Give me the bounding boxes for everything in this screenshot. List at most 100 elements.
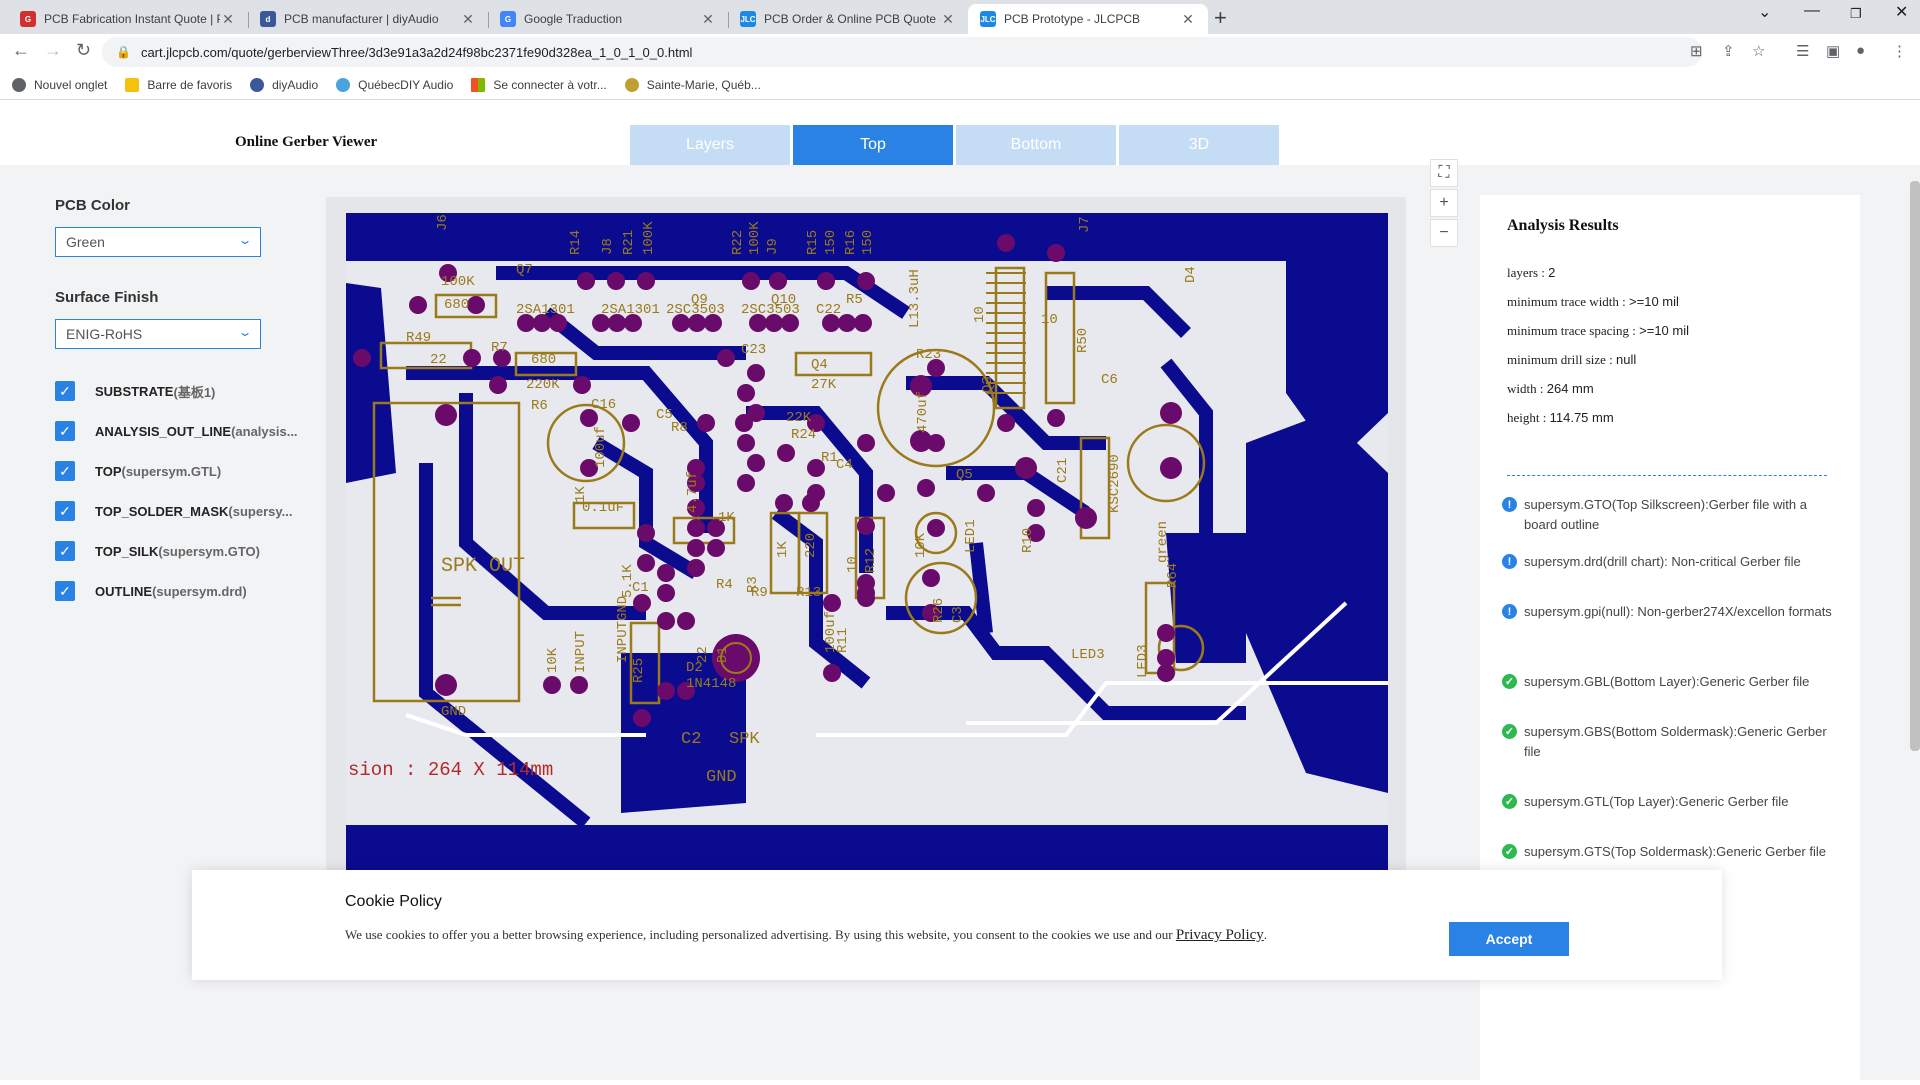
reload-icon[interactable]: ↻ (76, 40, 92, 60)
page-scrollbar[interactable] (1910, 181, 1920, 751)
browser-tab-5[interactable]: JLC PCB Prototype - JLCPCB ✕ (968, 4, 1208, 34)
svg-text:10: 10 (972, 306, 988, 323)
svg-text:100K: 100K (641, 221, 657, 255)
svg-text:C2: C2 (681, 730, 701, 749)
gerber-canvas[interactable]: 100K 680 R49 22 R7 680 220K R6 2SA1301 2… (326, 197, 1406, 937)
check-icon: ✓ (1502, 724, 1517, 739)
layer-toggle-outline[interactable]: ✓ OUTLINE(supersym.drd) (55, 581, 247, 601)
svg-text:INPUTGND: INPUTGND (615, 596, 631, 663)
mounting-hole (712, 634, 760, 682)
svg-text:LED3: LED3 (1071, 647, 1105, 663)
analysis-title: Analysis Results (1507, 217, 1619, 234)
svg-text:C1: C1 (632, 580, 649, 596)
svg-text:1K: 1K (573, 486, 589, 503)
svg-text:680: 680 (531, 352, 556, 368)
privacy-policy-link[interactable]: Privacy Policy (1175, 927, 1264, 943)
svg-text:R7: R7 (491, 340, 508, 356)
layer-toggle-top-silk[interactable]: ✓ TOP_SILK(supersym.GTO) (55, 541, 260, 561)
surface-finish-select[interactable]: ENIG-RoHS ⌄ (55, 319, 261, 349)
svg-text:1K: 1K (718, 510, 735, 526)
analysis-file-item: ✓supersym.GTS(Top Soldermask):Generic Ge… (1502, 842, 1842, 862)
browser-tab-4[interactable]: JLC PCB Order & Online PCB Quote & ✕ (728, 4, 968, 34)
menu-icon[interactable]: ⋮ (1892, 43, 1907, 60)
gerber-viewer-page: Online Gerber Viewer Layers Top Bottom 3… (0, 101, 1920, 1085)
translate-icon[interactable]: ⊞ (1690, 43, 1703, 60)
close-icon[interactable]: ✕ (222, 10, 234, 27)
svg-text:680: 680 (444, 297, 469, 313)
svg-text:R9: R9 (751, 585, 768, 601)
side-panel-icon[interactable]: ▣ (1826, 43, 1841, 60)
close-icon[interactable]: ✕ (702, 10, 714, 27)
checkbox[interactable]: ✓ (55, 421, 75, 441)
svg-text:D4: D4 (1183, 266, 1199, 283)
dimension-text: sion : 264 X 114mm (348, 759, 553, 781)
checkbox[interactable]: ✓ (55, 541, 75, 561)
close-icon[interactable]: ✕ (942, 10, 954, 27)
close-icon[interactable]: ✕ (1182, 10, 1194, 27)
back-icon[interactable]: ← (12, 40, 30, 60)
layer-toggle-analysis-outline[interactable]: ✓ ANALYSIS_OUT_LINE(analysis... (55, 421, 298, 441)
svg-text:R49: R49 (406, 330, 431, 346)
bookmark-star-icon[interactable]: ☆ (1752, 43, 1766, 60)
pcb-color-select[interactable]: Green ⌄ (55, 227, 261, 257)
svg-text:J9: J9 (765, 238, 781, 255)
layer-name: SUBSTRATE (95, 383, 174, 399)
layer-name: OUTLINE (95, 583, 153, 599)
tab-3d[interactable]: 3D (1119, 125, 1279, 165)
bookmark-item[interactable]: Nouvel onglet (12, 77, 107, 92)
layer-toggle-top-solder-mask[interactable]: ✓ TOP_SOLDER_MASK(supersy... (55, 501, 292, 521)
lock-icon[interactable]: 🔒 (116, 45, 131, 59)
profile-avatar-icon[interactable]: ● (1856, 42, 1866, 59)
checkbox[interactable]: ✓ (55, 501, 75, 521)
zoom-out-button[interactable]: − (1430, 219, 1458, 247)
bookmark-item[interactable]: Se connecter à votr... (471, 77, 607, 92)
layer-toggle-substrate[interactable]: ✓ SUBSTRATE(基板1) (55, 381, 215, 401)
share-icon[interactable]: ⇪ (1722, 43, 1735, 60)
svg-text:150: 150 (823, 230, 839, 255)
reading-list-icon[interactable]: ☰ (1796, 43, 1810, 60)
maximize-icon[interactable]: ❐ (1850, 6, 1862, 21)
layer-detail: (supersy... (228, 503, 293, 519)
svg-text:2SC3503: 2SC3503 (741, 302, 800, 318)
tab-bottom[interactable]: Bottom (956, 125, 1116, 165)
checkbox[interactable]: ✓ (55, 581, 75, 601)
layer-detail: (supersym.drd) (152, 583, 247, 599)
checkbox[interactable]: ✓ (55, 381, 75, 401)
tab-layers[interactable]: Layers (630, 125, 790, 165)
bookmark-item[interactable]: QuébecDIY Audio (336, 77, 453, 92)
bookmark-item[interactable]: diyAudio (250, 77, 318, 92)
info-icon: ! (1502, 554, 1517, 569)
svg-text:R23: R23 (916, 347, 941, 363)
browser-tab-2[interactable]: d PCB manufacturer | diyAudio ✕ (248, 4, 488, 34)
zoom-in-button[interactable]: + (1430, 189, 1458, 217)
window-close-icon[interactable]: ✕ (1895, 4, 1909, 21)
svg-text:R13: R13 (796, 585, 821, 601)
layer-name: TOP_SOLDER_MASK (95, 503, 229, 519)
forward-icon[interactable]: → (44, 40, 62, 60)
tab-top[interactable]: Top (793, 125, 953, 165)
bookmark-item[interactable]: Sainte-Marie, Québ... (624, 77, 761, 92)
pcb-board-render[interactable]: 100K 680 R49 22 R7 680 220K R6 2SA1301 2… (346, 213, 1388, 923)
minimize-icon[interactable]: — (1804, 2, 1820, 19)
svg-text:GND: GND (706, 768, 737, 787)
checkbox[interactable]: ✓ (55, 461, 75, 481)
diyaudio-icon (250, 77, 265, 92)
bookmark-item[interactable]: Barre de favoris (125, 77, 232, 92)
fit-screen-button[interactable]: ⛶ (1430, 159, 1458, 187)
svg-text:R1: R1 (821, 450, 838, 466)
new-tab-button[interactable]: + (1214, 5, 1227, 30)
cookie-title: Cookie Policy (345, 893, 442, 910)
browser-tab-1[interactable]: G PCB Fabrication Instant Quote | P ✕ (8, 4, 248, 34)
svg-text:Q5: Q5 (956, 467, 973, 483)
stat-width: width : 264 mm (1507, 381, 1594, 396)
svg-text:R11: R11 (835, 628, 851, 653)
address-bar[interactable]: 🔒 cart.jlcpcb.com/quote/gerberviewThree/… (102, 37, 1702, 67)
svg-text:Q7: Q7 (516, 262, 533, 278)
viewer-header: Online Gerber Viewer Layers Top Bottom 3… (0, 101, 1920, 165)
layer-toggle-top[interactable]: ✓ TOP(supersym.GTL) (55, 461, 221, 481)
accept-button[interactable]: Accept (1449, 922, 1569, 956)
tab-search-icon[interactable]: ⌄ (1758, 4, 1772, 21)
svg-text:R6: R6 (531, 398, 548, 414)
close-icon[interactable]: ✕ (462, 10, 474, 27)
browser-tab-3[interactable]: G Google Traduction ✕ (488, 4, 728, 34)
